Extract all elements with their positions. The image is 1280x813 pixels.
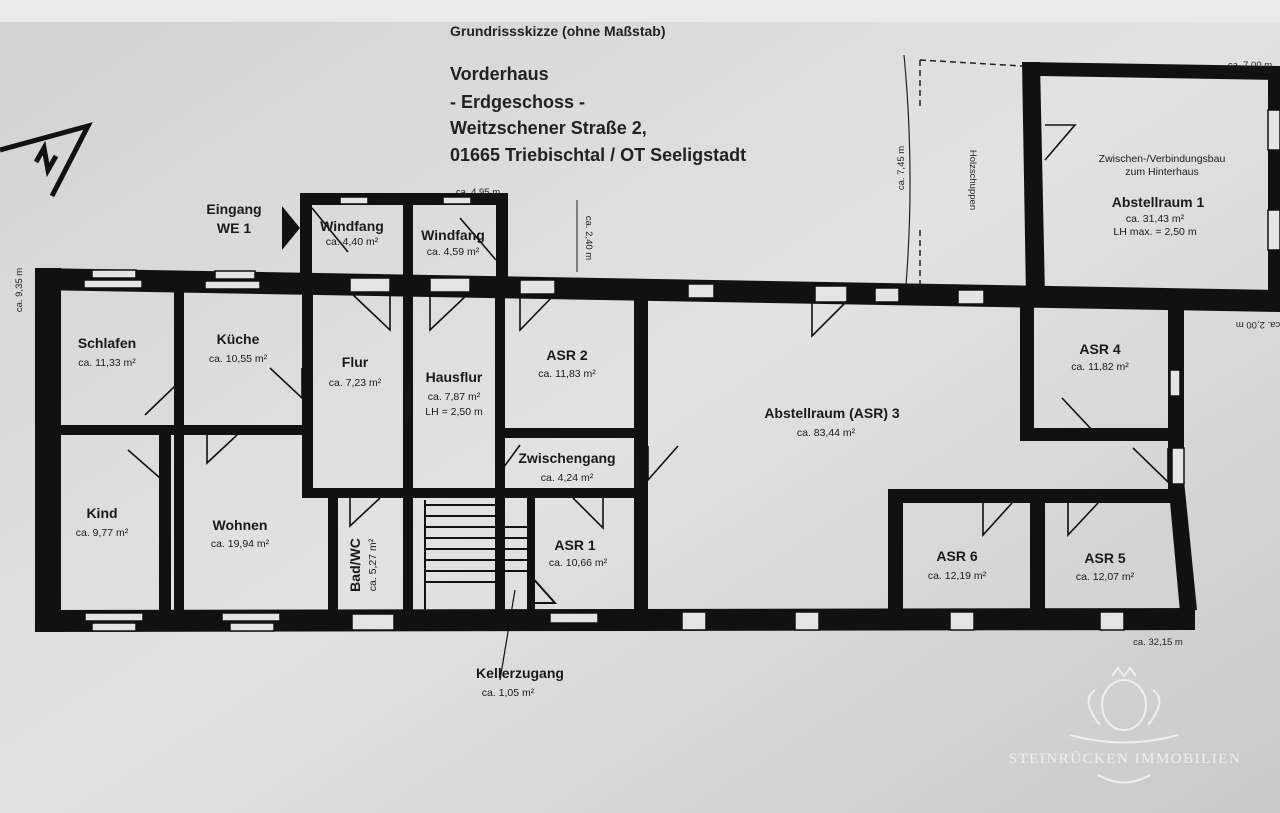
- windows: [83, 109, 1280, 632]
- watermark-brand: STEINRÜCKEN IMMOBILIEN: [1009, 750, 1242, 767]
- dim-windfang-width: ca. 4,95 m: [456, 187, 500, 198]
- abstellraum1-name: Abstellraum 1: [1112, 194, 1205, 210]
- annex-note-1: Zwischen-/Verbindungsbau: [1099, 153, 1226, 165]
- asr4-area: ca. 11,82 m²: [1071, 361, 1129, 373]
- north-arrow-icon: [0, 122, 93, 198]
- asr2-name: ASR 2: [546, 347, 587, 363]
- abstellraum1-height: LH max. = 2,50 m: [1113, 226, 1196, 238]
- windfang-2-area: ca. 4,59 m²: [427, 246, 480, 258]
- hausflur-height: LH = 2,50 m: [425, 406, 483, 418]
- annex-note-2: zum Hinterhaus: [1125, 166, 1199, 178]
- entrance-label-unit: WE 1: [217, 220, 251, 236]
- abstellraum3-area: ca. 83,44 m²: [797, 427, 856, 439]
- badwc-area: ca. 5,27 m²: [367, 538, 379, 591]
- asr6-area: ca. 12,19 m²: [928, 570, 987, 582]
- asr6-name: ASR 6: [936, 548, 977, 564]
- entrance-label: Eingang: [206, 201, 261, 217]
- abstellraum3-name: Abstellraum (ASR) 3: [764, 405, 900, 421]
- dim-windfang-depth: ca. 2,40 m: [583, 216, 594, 260]
- abstellraum1-area: ca. 31,43 m²: [1126, 213, 1185, 225]
- asr4-name: ASR 4: [1079, 341, 1120, 357]
- schlafen-name: Schlafen: [78, 335, 136, 351]
- city-address: 01665 Triebischtal / OT Seeligstadt: [450, 145, 746, 165]
- shed-label: Holzschuppen: [967, 150, 978, 210]
- shed-outline: [919, 59, 1023, 285]
- asr1-area: ca. 10,66 m²: [549, 557, 608, 569]
- flur-name: Flur: [342, 354, 369, 370]
- doors: [127, 124, 1169, 538]
- asr5-name: ASR 5: [1084, 550, 1125, 566]
- title-block: Grundrissskizze (ohne Maßstab) Vorderhau…: [450, 23, 746, 165]
- flur-area: ca. 7,23 m²: [329, 377, 382, 389]
- wohnen-area: ca. 19,94 m²: [211, 538, 270, 550]
- dimensions: ca. 4,95 m ca. 2,40 m ca. 9,35 m ca. 7,4…: [14, 60, 1280, 648]
- street-address: Weitzschener Straße 2,: [450, 118, 647, 138]
- dim-building-depth: ca. 9,35 m: [14, 268, 25, 312]
- kueche-name: Küche: [217, 331, 260, 347]
- staircase: [424, 500, 558, 681]
- dim-annex-width: ca. 7,00 m: [1228, 60, 1272, 71]
- badwc-name: Bad/WC: [347, 538, 363, 592]
- kind-name: Kind: [86, 505, 117, 521]
- kellerzugang-area: ca. 1,05 m²: [482, 687, 535, 699]
- shed-dimension-line: [903, 54, 911, 286]
- floor-name: - Erdgeschoss -: [450, 92, 585, 112]
- windfang-1-area: ca. 4,40 m²: [326, 236, 379, 248]
- watermark-logo: STEINRÜCKEN IMMOBILIEN: [1009, 666, 1242, 784]
- asr2-area: ca. 11,83 m²: [538, 368, 596, 380]
- kueche-area: ca. 10,55 m²: [209, 353, 268, 365]
- building-name: Vorderhaus: [450, 64, 549, 84]
- kellerzugang-name: Kellerzugang: [476, 665, 564, 681]
- hausflur-name: Hausflur: [426, 369, 483, 385]
- kind-area: ca. 9,77 m²: [76, 527, 129, 539]
- zwischengang-area: ca. 4,24 m²: [541, 472, 594, 484]
- plan-subtitle: Grundrissskizze (ohne Maßstab): [450, 23, 665, 39]
- room-labels: Windfang ca. 4,40 m² Windfang ca. 4,59 m…: [76, 153, 1226, 699]
- asr5-area: ca. 12,07 m²: [1076, 571, 1135, 583]
- paper-edge: [0, 0, 1280, 22]
- hausflur-area: ca. 7,87 m²: [428, 391, 481, 403]
- asr1-name: ASR 1: [554, 537, 595, 553]
- dim-shed-depth: ca. 7,45 m: [896, 146, 907, 190]
- zwischengang-name: Zwischengang: [518, 450, 615, 466]
- windfang-1-name: Windfang: [320, 218, 384, 234]
- schlafen-area: ca. 11,33 m²: [78, 357, 136, 369]
- dim-building-length: ca. 32,15 m: [1133, 637, 1183, 648]
- crest-icon: [1069, 666, 1179, 784]
- dim-offset: ca. 2,00 m: [1236, 319, 1280, 330]
- wohnen-name: Wohnen: [213, 517, 268, 533]
- windfang-2-name: Windfang: [421, 227, 485, 243]
- entrance-arrow-icon: [282, 206, 300, 250]
